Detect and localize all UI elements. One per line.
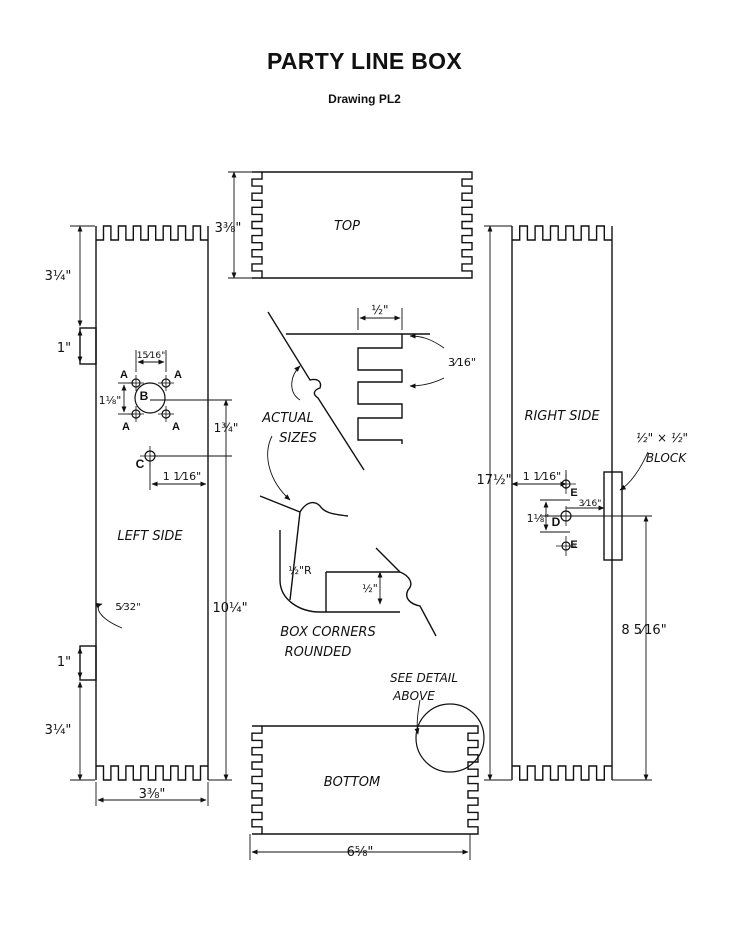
block-note: BLOCK (646, 451, 687, 465)
d-spacing-dim: 1⅛" (527, 512, 550, 525)
corner-radius-dim: ½"R (288, 564, 312, 577)
left-bottom-offset-dim: 3¼" (45, 723, 72, 738)
hole-label-d: D (552, 515, 561, 529)
left-lower-gap-dim: 1" (57, 655, 71, 670)
left-width-dim: 3⅜" (139, 787, 166, 802)
detail-slot-dim: 3⁄16" (448, 356, 476, 369)
block-size-note: ½" × ½" (636, 431, 688, 445)
actual-sizes-note: ACTUAL (261, 411, 314, 426)
left-side-outline (95, 225, 209, 781)
bottom-panel (251, 725, 479, 835)
hole-vertical-dim: 1⅛" (99, 394, 122, 407)
left-upper-block (79, 327, 97, 365)
hole-b (134, 382, 166, 414)
right-lower-dim: 8 5⁄16" (621, 623, 666, 638)
hole-label-c: C (136, 457, 145, 471)
drawing-subtitle: Drawing PL2 (328, 92, 401, 106)
detail-finger-dim: ½" (371, 303, 388, 317)
c-offset-dim: 1 1⁄16" (163, 470, 201, 483)
left-upper-gap-dim: 1" (57, 341, 71, 356)
right-side-outline (511, 225, 613, 781)
center-marks (128, 375, 576, 556)
left-holes (131, 378, 572, 551)
hole-spacing-dim: 15⁄16" (137, 351, 166, 361)
right-side-label: RIGHT SIDE (524, 409, 600, 424)
hole-label-b: B (140, 389, 149, 403)
finger-joint-detail (267, 311, 430, 471)
left-height-dim: 10¼" (212, 601, 247, 616)
top-panel-outline (251, 171, 473, 279)
hole-to-c-dim: 1¾" (214, 421, 239, 435)
hole-label-e: E (570, 539, 577, 551)
detail-callout-circle (415, 703, 485, 773)
left-side-panel (79, 225, 209, 781)
right-offset-dim: 1 1⁄16" (523, 470, 561, 483)
see-detail-note: SEE DETAIL (390, 671, 458, 685)
see-detail-note-2: ABOVE (392, 689, 435, 703)
hole-label-e: E (570, 487, 577, 499)
right-side-panel (511, 225, 623, 781)
bottom-width-dim: 6⅝" (347, 845, 374, 860)
drawing-title: PARTY LINE BOX (266, 48, 463, 74)
box-corners-note-2: ROUNDED (285, 645, 352, 660)
actual-sizes-note-2: SIZES (279, 431, 316, 446)
hole-label-a: A (174, 369, 182, 381)
bottom-panel-outline (251, 725, 479, 835)
top-panel-label: TOP (334, 219, 360, 234)
left-lower-block (79, 645, 97, 681)
hole-label-a: A (172, 421, 180, 433)
rounded-corner-detail (259, 495, 437, 637)
bottom-panel-label: BOTTOM (324, 775, 380, 790)
box-corners-note: BOX CORNERS (280, 625, 375, 640)
block-offset-dim: 3⁄16" (579, 499, 602, 509)
top-height-dim: 3⅜" (215, 221, 242, 236)
notch-depth-dim: 5⁄32" (115, 602, 140, 613)
hole-label-a: A (122, 421, 130, 433)
right-height-dim: 17½" (476, 473, 511, 488)
top-panel (251, 171, 473, 279)
left-top-offset-dim: 3¼" (45, 269, 72, 284)
corner-dim: ½" (362, 582, 378, 595)
hole-label-a: A (120, 369, 128, 381)
left-side-label: LEFT SIDE (117, 529, 183, 544)
dimension-lines (70, 171, 652, 860)
